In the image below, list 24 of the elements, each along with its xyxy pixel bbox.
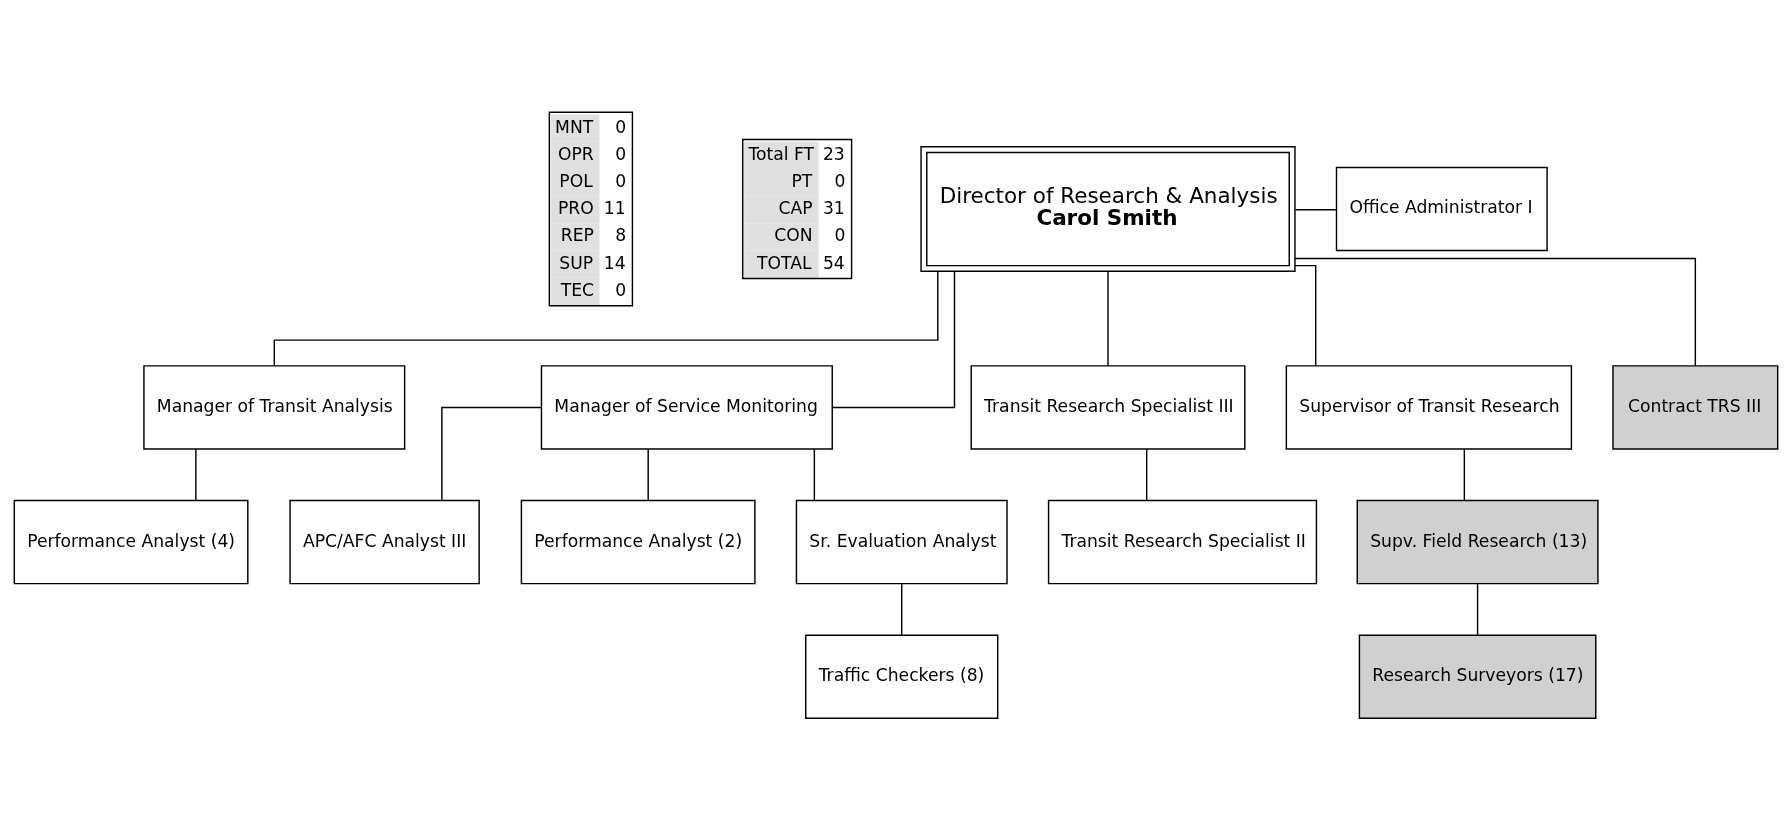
label: 54 [822, 252, 845, 273]
label: PRO [557, 198, 594, 219]
label: 11 [603, 198, 626, 219]
label: CON [774, 225, 813, 246]
label: 0 [834, 170, 846, 191]
label: 23 [822, 143, 845, 164]
label: 31 [822, 198, 845, 219]
label: CAP [778, 198, 813, 219]
label: POL [559, 170, 593, 191]
label: 0 [615, 143, 627, 164]
label: MNT [555, 116, 594, 137]
label: 0 [615, 116, 627, 137]
label: SUP [559, 252, 594, 273]
label: TEC [560, 279, 595, 300]
label: TOTAL [757, 252, 812, 273]
label: 8 [615, 225, 627, 246]
label: 0 [615, 170, 627, 191]
label: PT [791, 170, 813, 191]
label: 14 [603, 252, 626, 273]
label: 0 [615, 279, 627, 300]
label: 0 [834, 225, 846, 246]
label: REP [560, 225, 594, 246]
label: Total FT [748, 143, 815, 164]
label: OPR [557, 143, 594, 164]
